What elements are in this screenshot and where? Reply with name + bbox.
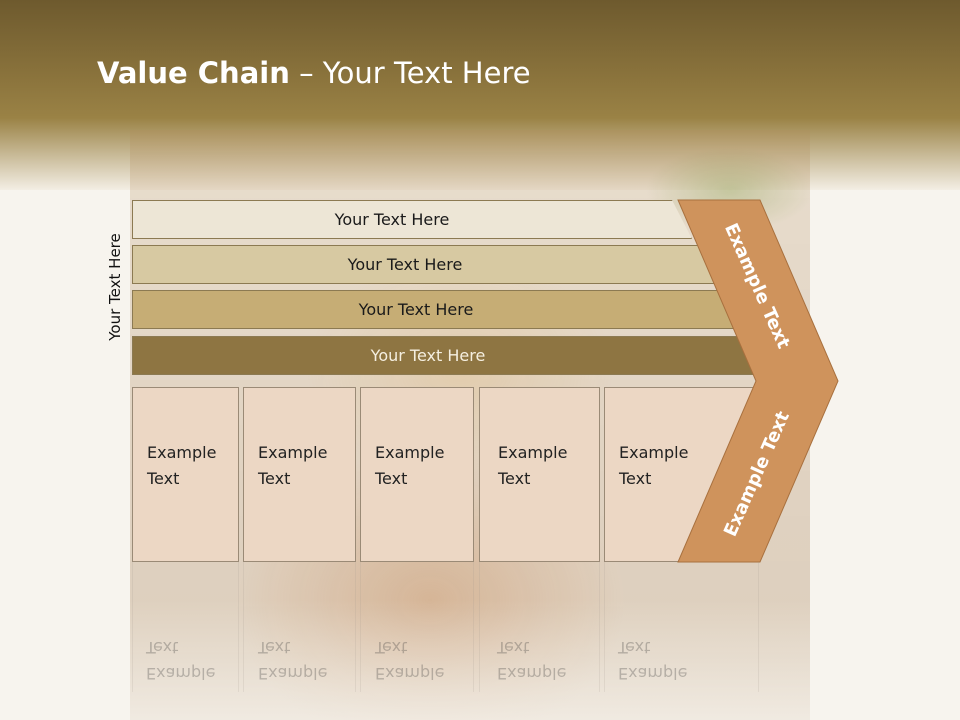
cell-line-1: Example: [619, 443, 689, 462]
support-row-label: Your Text Here: [334, 210, 450, 229]
title-rest: – Your Text Here: [289, 56, 531, 90]
cell-line-2: Text: [619, 469, 652, 488]
cell-line-1: Example: [498, 443, 568, 462]
support-row-4: Your Text Here: [132, 336, 764, 375]
support-row-label: Your Text Here: [370, 346, 486, 365]
cell-line-2: Text: [147, 469, 180, 488]
cell-line-2: Text: [498, 469, 531, 488]
header-bar: [0, 0, 960, 190]
support-row-label: Your Text Here: [347, 255, 463, 274]
background-fade: [0, 600, 960, 720]
title-bold: Value Chain: [97, 56, 290, 90]
cell-line-1: Example: [147, 443, 217, 462]
cell-line-1: Example: [258, 443, 328, 462]
support-row-1: Your Text Here: [132, 200, 692, 239]
cell-line-2: Text: [258, 469, 291, 488]
support-row-label: Your Text Here: [358, 300, 474, 319]
support-row-2: Your Text Here: [132, 245, 718, 284]
support-row-3: Your Text Here: [132, 290, 740, 329]
chevron-shape: [677, 199, 839, 563]
page-title: Value Chain – Your Text Here: [97, 56, 531, 90]
cell-line-2: Text: [375, 469, 408, 488]
cell-line-1: Example: [375, 443, 445, 462]
